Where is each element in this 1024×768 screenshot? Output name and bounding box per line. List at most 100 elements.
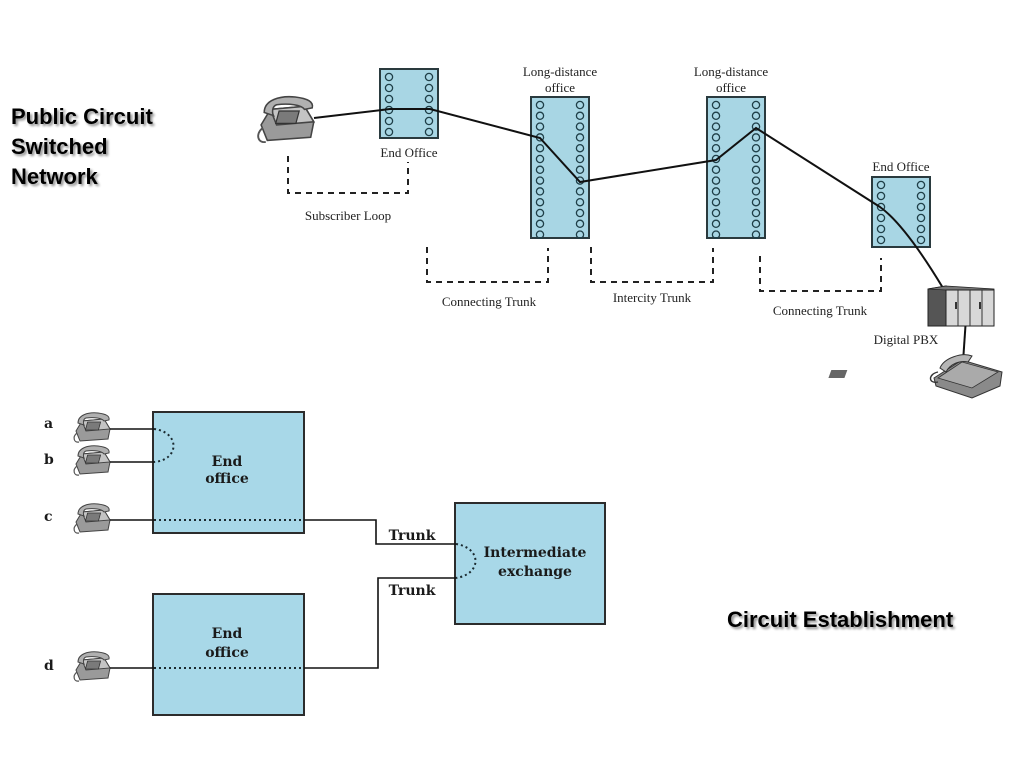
switch-port xyxy=(711,111,721,121)
trunk-lower xyxy=(304,577,456,669)
switch-port xyxy=(876,213,886,223)
switch-port xyxy=(751,230,761,239)
switch-port xyxy=(876,235,886,245)
end-office-left-label: End Office xyxy=(380,145,437,160)
switch-port xyxy=(751,154,761,164)
switch-port xyxy=(384,127,394,137)
telephone-icon xyxy=(73,503,111,534)
switch-port xyxy=(535,143,545,153)
switch-port xyxy=(575,154,585,164)
pcsn-title-line-1: Public Circuit xyxy=(11,104,153,129)
switch-port xyxy=(751,208,761,218)
digital-pbx-label: Digital PBX xyxy=(874,332,939,347)
switch-port xyxy=(424,83,434,93)
switch-port xyxy=(751,219,761,229)
switch-port xyxy=(384,94,394,104)
switch-port xyxy=(711,187,721,196)
switch-port xyxy=(575,122,585,131)
switch-port xyxy=(711,133,721,142)
switch-port xyxy=(751,133,761,142)
switch-port xyxy=(916,213,926,223)
long-distance-office-2-label-line-2: office xyxy=(716,80,746,95)
switch-port xyxy=(711,122,721,131)
switch-port xyxy=(535,111,545,121)
end-office-upper-label-line-1: End xyxy=(212,454,243,470)
pcsn-title: Public Circuit Switched Network xyxy=(11,104,153,189)
switch-port xyxy=(424,94,434,104)
switch-port xyxy=(711,208,721,218)
exchange-connection xyxy=(455,543,477,579)
connecting-trunk-right-label: Connecting Trunk xyxy=(773,303,868,318)
telephone-icon xyxy=(73,412,111,443)
circuit-path xyxy=(313,108,944,289)
switch-port xyxy=(575,100,585,110)
switch-port xyxy=(711,165,721,175)
intermediate-exchange-label-line-2: exchange xyxy=(498,564,572,580)
subscriber-label-c: c xyxy=(44,509,53,525)
long-distance-office-1-switch xyxy=(530,96,590,239)
switch-port xyxy=(575,208,585,218)
switch-port xyxy=(575,219,585,229)
switch-port xyxy=(711,219,721,229)
switch-port xyxy=(535,208,545,218)
switch-port xyxy=(424,127,434,137)
end-office-left-switch xyxy=(379,68,439,139)
switch-port xyxy=(916,180,926,190)
switch-port xyxy=(535,219,545,229)
switch-port xyxy=(751,176,761,185)
switch-port xyxy=(575,197,585,207)
subscriber-label-a: a xyxy=(44,416,53,432)
switch-port xyxy=(751,111,761,121)
switch-port xyxy=(535,154,545,164)
digital-pbx-icon xyxy=(927,285,995,327)
pcsn-title-line-2: Switched xyxy=(11,134,108,159)
end-office-lower-box xyxy=(152,593,305,716)
switch-port xyxy=(711,197,721,207)
switch-port xyxy=(751,143,761,153)
switch-port xyxy=(876,202,886,212)
circuit-establishment-title: Circuit Establishment xyxy=(727,607,954,632)
switch-ports xyxy=(711,100,761,239)
trunk-upper xyxy=(304,519,456,545)
switch-port xyxy=(751,122,761,131)
switch-port xyxy=(751,100,761,110)
switch-port xyxy=(535,197,545,207)
switch-port xyxy=(575,187,585,196)
switch-port xyxy=(575,230,585,239)
long-distance-office-2-switch xyxy=(706,96,766,239)
switch-port xyxy=(535,100,545,110)
switch-port xyxy=(916,235,926,245)
switch-port xyxy=(916,224,926,234)
switch-port xyxy=(711,100,721,110)
switch-port xyxy=(424,116,434,126)
telephone-icon xyxy=(73,651,111,682)
switch-port xyxy=(711,154,721,164)
subscriber-label-d: d xyxy=(44,658,54,674)
switch-port xyxy=(711,230,721,239)
subscriber-label-b: b xyxy=(44,452,54,468)
trunk-label-lower: Trunk xyxy=(389,583,436,599)
connecting-trunk-left-bracket xyxy=(426,247,549,283)
switch-port xyxy=(575,133,585,142)
end-office-right-label: End Office xyxy=(872,159,929,174)
switch-port xyxy=(535,230,545,239)
switch-port xyxy=(384,116,394,126)
switch-port xyxy=(575,143,585,153)
connecting-trunk-right-bracket xyxy=(759,256,882,292)
switch-port xyxy=(535,176,545,185)
switch-port xyxy=(876,180,886,190)
circuit-establishment-title-text: Circuit Establishment xyxy=(727,607,954,632)
switch-port xyxy=(751,197,761,207)
trunk-label-upper: Trunk xyxy=(389,528,436,544)
switch-port xyxy=(575,111,585,121)
switch-port xyxy=(916,191,926,201)
switch-port xyxy=(384,72,394,82)
switch-port xyxy=(751,165,761,175)
connecting-trunk-left-label: Connecting Trunk xyxy=(442,294,537,309)
end-office-lower-label-line-2: office xyxy=(205,645,249,661)
switch-port xyxy=(424,72,434,82)
switch-ports xyxy=(876,180,926,245)
long-distance-office-2-label-line-1: Long-distance xyxy=(694,64,769,79)
switch-port xyxy=(711,143,721,153)
